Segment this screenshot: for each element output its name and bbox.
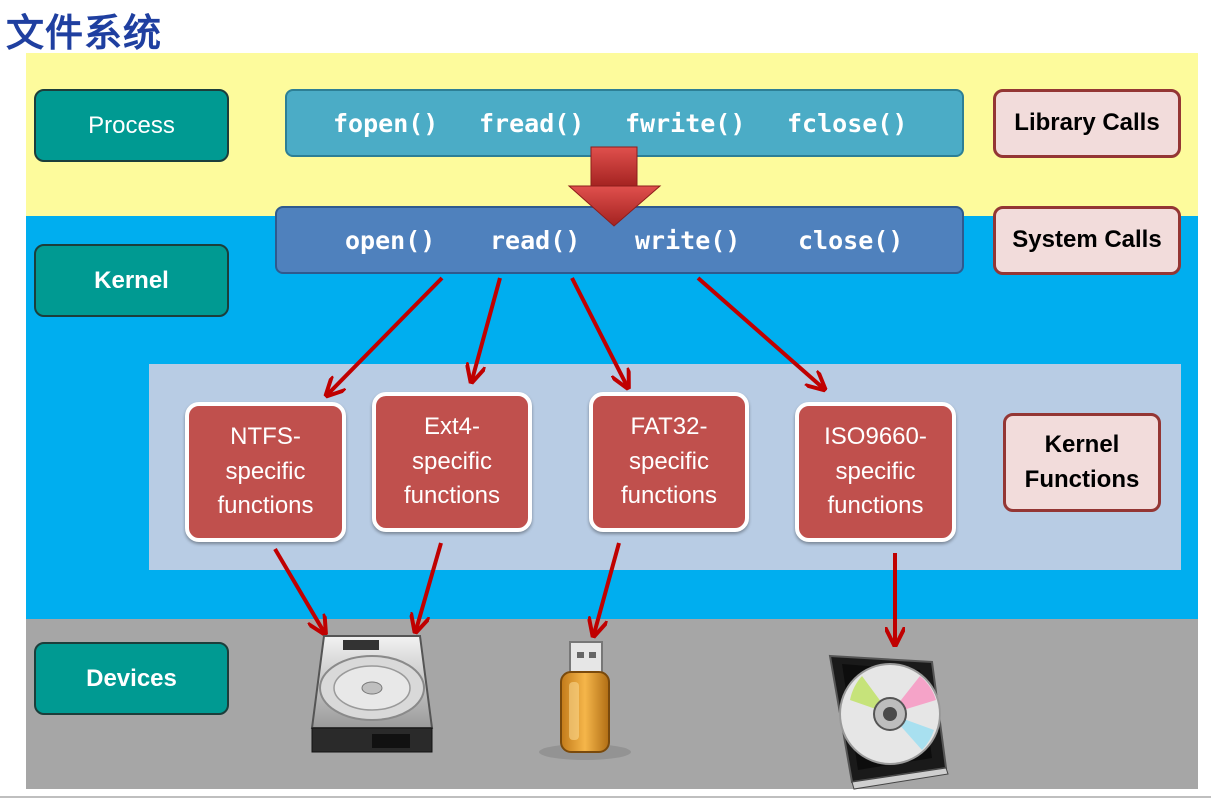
page-title: 文件系统 bbox=[6, 11, 163, 55]
fs-box-line: functions bbox=[827, 492, 924, 520]
arrow-write-to-fat32 bbox=[570, 277, 627, 386]
fs-box-line: functions bbox=[620, 482, 718, 510]
arrow-fat32-to-usb bbox=[594, 542, 621, 634]
fs-box-line: specific bbox=[628, 447, 710, 475]
ext4-functions-box: Ext4- specific functions bbox=[372, 392, 532, 532]
system-calls-label: System Calls bbox=[993, 206, 1181, 275]
arrow-open-to-ntfs bbox=[328, 276, 444, 394]
arrow-close-to-iso9660 bbox=[696, 276, 823, 388]
fs-box-line: ISO9660- bbox=[824, 422, 927, 450]
usb-drive-icon bbox=[539, 641, 631, 760]
devices-layer-label: Devices bbox=[34, 642, 229, 715]
arrow-ntfs-to-hdd bbox=[273, 547, 324, 632]
kernel-functions-label-line2: Functions bbox=[1024, 465, 1140, 493]
fs-box-line: Ext4- bbox=[423, 412, 480, 440]
kernel-functions-label: Kernel Functions bbox=[1003, 413, 1161, 512]
fs-box-line: functions bbox=[217, 492, 314, 520]
library-call-fopen: fopen() bbox=[333, 109, 439, 138]
cd-case-icon bbox=[828, 654, 949, 790]
process-layer-label: Process bbox=[34, 89, 229, 162]
kernel-functions-label-line1: Kernel bbox=[1044, 430, 1120, 458]
footer-divider bbox=[0, 796, 1211, 798]
library-call-fread: fread() bbox=[479, 109, 585, 138]
fs-box-line: functions bbox=[403, 482, 501, 510]
fs-box-line: specific bbox=[411, 447, 493, 475]
library-call-fclose: fclose() bbox=[787, 109, 908, 138]
kernel-layer-label: Kernel bbox=[34, 244, 229, 317]
fs-box-line: NTFS- bbox=[230, 422, 301, 450]
library-call-fwrite: fwrite() bbox=[625, 109, 746, 138]
system-call-read: read() bbox=[490, 226, 581, 255]
fs-box-line: specific bbox=[835, 457, 916, 485]
arrow-ext4-to-hdd bbox=[416, 542, 443, 630]
fat32-functions-box: FAT32- specific functions bbox=[589, 392, 749, 532]
system-call-close: close() bbox=[798, 226, 904, 255]
library-calls-label: Library Calls bbox=[993, 89, 1181, 158]
system-call-write: write() bbox=[635, 226, 741, 255]
library-to-system-arrow bbox=[567, 146, 662, 227]
system-call-open: open() bbox=[345, 226, 436, 255]
fs-box-line: specific bbox=[225, 457, 306, 485]
ntfs-functions-box: NTFS- specific functions bbox=[185, 402, 346, 542]
fs-box-line: FAT32- bbox=[630, 412, 708, 440]
iso9660-functions-box: ISO9660- specific functions bbox=[795, 402, 956, 542]
arrow-read-to-ext4 bbox=[472, 277, 502, 380]
hard-disk-icon bbox=[310, 635, 434, 753]
